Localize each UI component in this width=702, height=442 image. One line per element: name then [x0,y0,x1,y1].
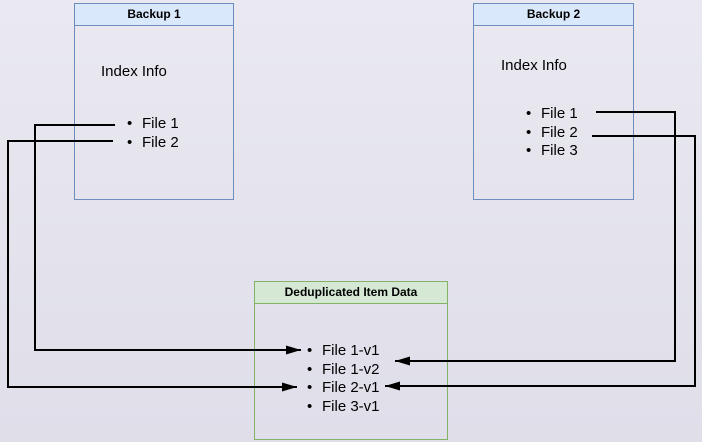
backup2-index-info-label: Index Info [501,57,567,74]
file-item: File 1-v2 [255,361,380,380]
dedup-file-list: File 1-v1File 1-v2File 2-v1File 3-v1 [255,342,380,416]
file-item: File 1 [474,105,578,124]
backup1-index-info-label: Index Info [101,63,167,80]
dedup-title: Deduplicated Item Data [255,282,447,304]
deduplicated-item-data-box: Deduplicated Item Data File 1-v1File 1-v… [254,281,448,440]
backup2-title: Backup 2 [474,4,633,26]
backup1-box: Backup 1 Index Info File 1File 2 [74,3,234,200]
file-item: File 2 [75,134,179,153]
file-item: File 1-v1 [255,342,380,361]
backup1-title: Backup 1 [75,4,233,26]
file-item: File 2-v1 [255,379,380,398]
file-item: File 2 [474,124,578,143]
file-item: File 3-v1 [255,398,380,417]
file-item: File 3 [474,142,578,161]
backup1-file-list: File 1File 2 [75,115,179,152]
file-item: File 1 [75,115,179,134]
backup2-file-list: File 1File 2File 3 [474,105,578,161]
backup2-box: Backup 2 Index Info File 1File 2File 3 [473,3,634,200]
